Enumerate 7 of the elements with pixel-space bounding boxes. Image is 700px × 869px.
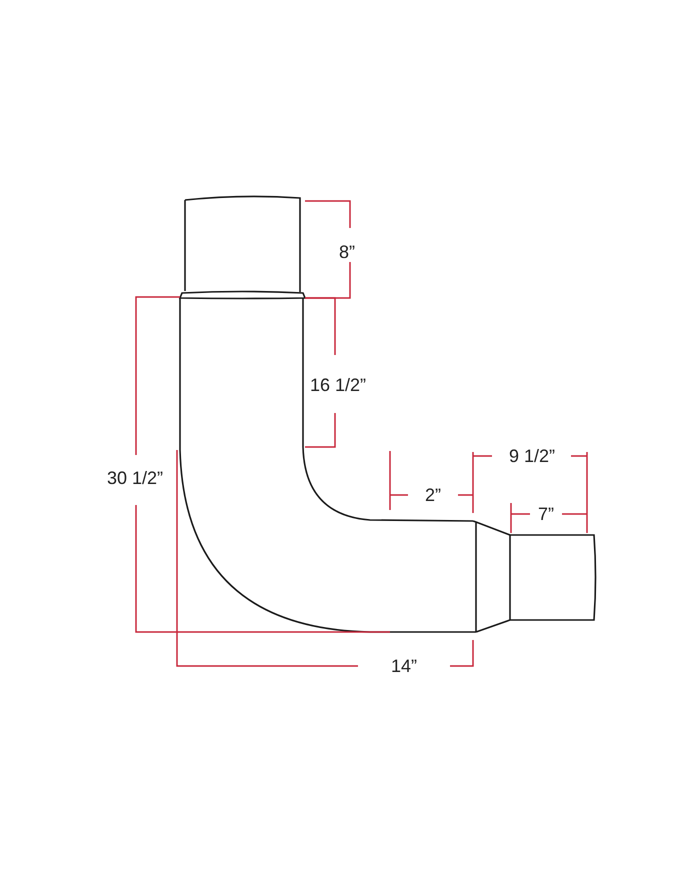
dimension-label: 7”	[538, 505, 554, 523]
dimension-label: 8”	[339, 243, 355, 261]
dimension-label: 14”	[391, 657, 417, 675]
dimension-label: 9 1/2”	[508, 447, 556, 465]
dimension-label: 30 1/2”	[106, 469, 164, 487]
dimension-label: 16 1/2”	[310, 376, 366, 394]
dimension-label: 2”	[425, 486, 441, 504]
